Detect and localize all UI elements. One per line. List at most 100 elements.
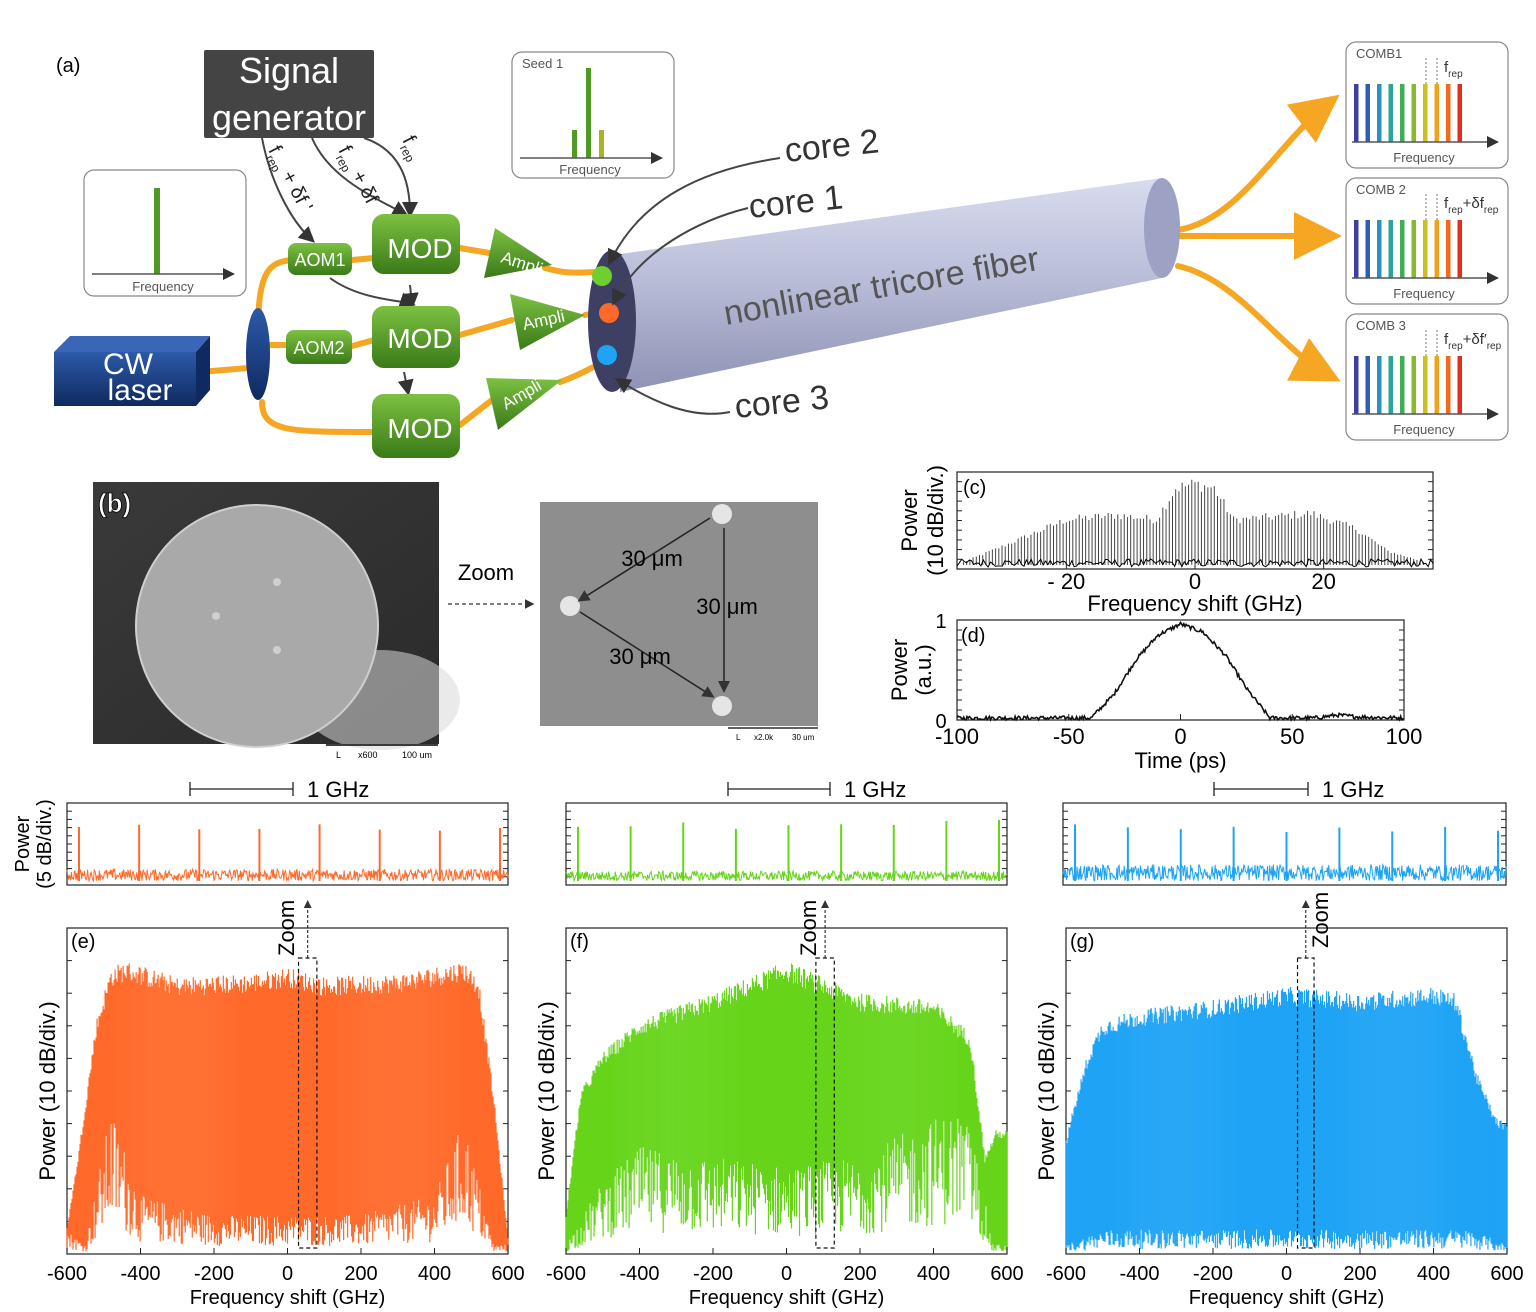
x-tick-label: -50 <box>1053 724 1085 749</box>
comb-line <box>1446 356 1451 414</box>
zoom-noise <box>1062 862 1507 883</box>
comb-line <box>1388 356 1393 414</box>
chart-d-panel-label: (d) <box>961 625 985 647</box>
zoom-label: Zoom <box>796 900 821 956</box>
comb-xlabel: Frequency <box>1393 422 1455 437</box>
sem-left-scale-2: 100 um <box>402 750 432 760</box>
mod-block-2: MOD <box>372 306 460 368</box>
chart-d-pulse <box>956 620 1405 723</box>
panel-b-label: (b) <box>98 488 131 518</box>
ylabel: Power (10 dB/div.) <box>1034 1001 1059 1180</box>
x-tick-label: 600 <box>1490 1263 1523 1285</box>
comb-line <box>1388 220 1393 278</box>
comb-line <box>1457 84 1462 142</box>
aom1-block: AOM1 <box>288 243 352 275</box>
comb-line <box>1457 220 1462 278</box>
comb-line <box>1400 356 1405 414</box>
x-tick-label: -200 <box>1193 1263 1233 1285</box>
spectrum-fill <box>1065 987 1508 1252</box>
comb-line <box>1411 356 1416 414</box>
panel-a-setup-diagram: (a) Signal generator <box>54 41 1509 458</box>
zoom-noise <box>565 869 1008 883</box>
comb-inset-3: COMB 3 Frequency frep+δf′rep <box>1345 313 1509 441</box>
cw-laser-line1: CW <box>103 348 154 381</box>
x-tick-label: 200 <box>344 1263 377 1285</box>
core-3-dot <box>597 345 617 365</box>
ylabel-group: Power (10 dB/div.) <box>534 1001 559 1180</box>
inset-input-spectrum: Frequency <box>83 169 247 297</box>
comb-line <box>1446 84 1451 142</box>
x-tick-label: -400 <box>120 1263 160 1285</box>
zoom-ylabel: Power(5 dB/div.) <box>12 799 56 889</box>
amplifier-2: Ampli <box>510 294 585 350</box>
comb-line <box>1354 356 1359 414</box>
x-tick-label: -400 <box>619 1263 659 1285</box>
x-tick-label: 0 <box>1281 1263 1292 1285</box>
svg-text:frep + δf ': frep + δf ' <box>260 142 317 218</box>
zoom-noise <box>66 867 509 883</box>
scale-bar-label: 1 GHz <box>1322 777 1384 802</box>
x-tick-label: 600 <box>990 1263 1023 1285</box>
zoom-inset: 1 GHz <box>565 777 1008 886</box>
x-tick-label: 600 <box>491 1263 524 1285</box>
chart-c-comb-lines <box>962 479 1424 565</box>
ylabel: Power (10 dB/div.) <box>35 1001 60 1180</box>
x-tick-label: -100 <box>935 724 979 749</box>
comb-line <box>1388 84 1393 142</box>
sem-right-scale-2: 30 um <box>792 733 815 742</box>
inset-input-line <box>154 188 160 274</box>
aom2-label: AOM2 <box>293 338 344 358</box>
chart-c-panel-label: (c) <box>963 477 986 499</box>
fiber-cross-section <box>135 504 379 748</box>
panel-label: (f) <box>570 931 589 953</box>
ylabel-group: Power (10 dB/div.) <box>35 1001 60 1180</box>
x-tick-label: 200 <box>843 1263 876 1285</box>
x-tick-label: -600 <box>47 1263 87 1285</box>
zoom-label-group: Zoom <box>274 900 299 956</box>
comb-line <box>1411 84 1416 142</box>
mod-label-1: MOD <box>387 233 452 264</box>
y-tick-label: 1 <box>935 611 946 633</box>
aom1-label: AOM1 <box>294 250 345 270</box>
comb-line <box>1365 84 1370 142</box>
x-tick-label: 200 <box>1343 1263 1376 1285</box>
amplifier-1: Ampli <box>484 228 552 279</box>
comb-line <box>1434 84 1439 142</box>
chart-c-ylabel-2: (10 dB/div.) <box>923 465 948 576</box>
amplifier-3: Ampli <box>486 376 562 430</box>
mod-label-2: MOD <box>387 323 452 354</box>
comb-line <box>1423 220 1428 278</box>
comb-line <box>1423 84 1428 142</box>
x-tick-label: -200 <box>194 1263 234 1285</box>
comb-spacing-label: frep+δf′rep <box>1444 331 1502 352</box>
ylabel: Power (10 dB/div.) <box>534 1001 559 1180</box>
core-labels <box>608 157 781 415</box>
panel-b-sem: (b) L x600 100 um Zoom 30 μm 30 μm 30 μm… <box>93 482 818 760</box>
comb-line <box>1434 220 1439 278</box>
aom2-block: AOM2 <box>286 330 352 364</box>
plot-frame <box>956 619 1405 721</box>
svg-text:frep: frep <box>394 132 428 165</box>
comb-line <box>1423 356 1428 414</box>
mod-block-3: MOD <box>372 394 460 458</box>
cw-laser-line2: laser <box>107 374 172 407</box>
core-1-dot <box>599 303 619 323</box>
x-tick-label: 0 <box>282 1263 293 1285</box>
ylabel-group: Power (10 dB/div.) <box>1034 1001 1059 1180</box>
x-tick-label: 20 <box>1311 569 1335 594</box>
chart-d-ylabel-2: (a.u.) <box>911 644 936 695</box>
x-tick-label: -600 <box>546 1263 586 1285</box>
comb-line <box>1354 84 1359 142</box>
x-tick-label: 0 <box>781 1263 792 1285</box>
chart-d-ylabel-1: Power <box>887 639 912 701</box>
mod-label-3: MOD <box>387 413 452 444</box>
comb-title: COMB 3 <box>1356 318 1406 333</box>
comb-title: COMB 2 <box>1356 182 1406 197</box>
comb-line <box>1377 356 1382 414</box>
chart-d-ylabel: Power(a.u.) <box>887 639 936 701</box>
svg-text:frep + δf: frep + δf <box>330 142 382 210</box>
